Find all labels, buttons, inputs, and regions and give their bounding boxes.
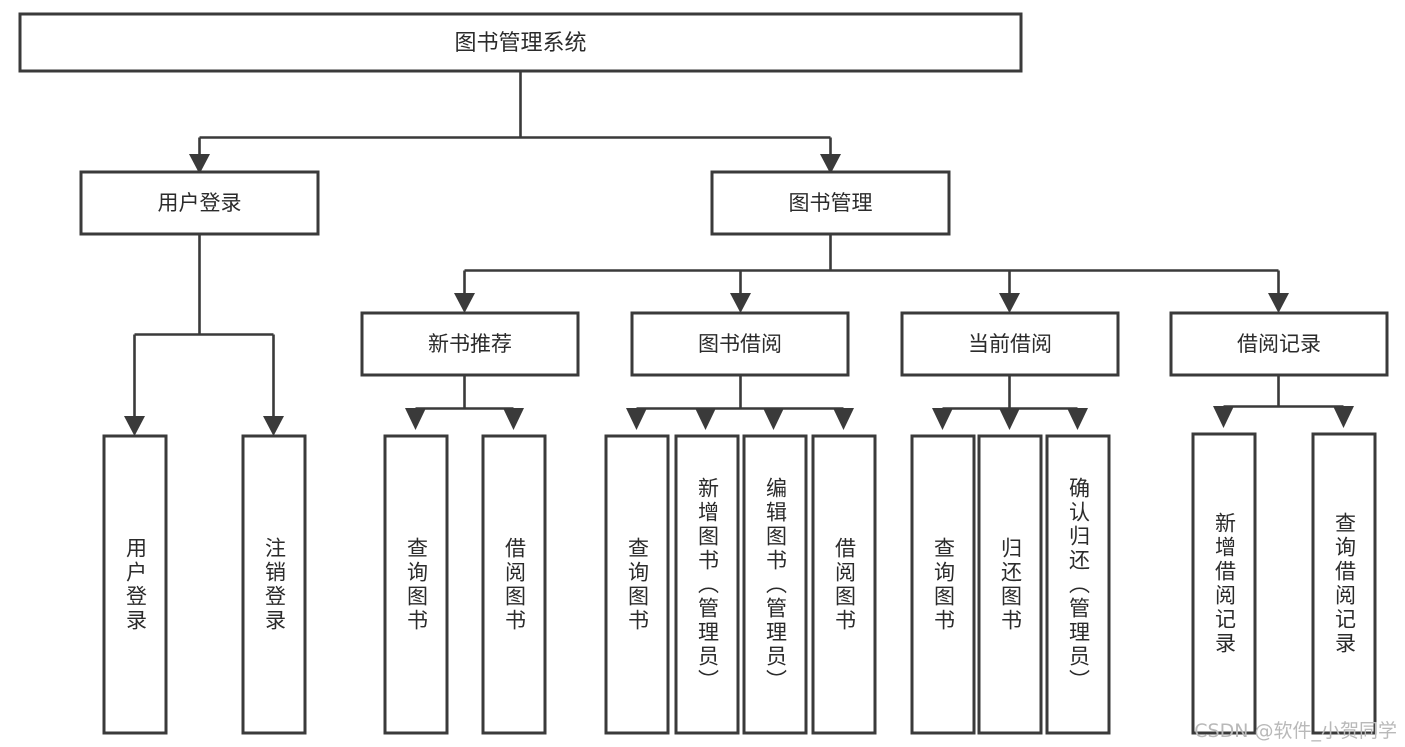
arrow-to-current-borrow [999, 293, 1020, 313]
node-leaf-add-book[interactable] [674, 434, 740, 735]
node-root-label: 图书管理系统 [454, 31, 586, 56]
arrow-to-book-manage [820, 154, 841, 174]
arrow-leaf-edit-book [763, 408, 784, 430]
node-leaf-borrow-book-2[interactable] [811, 434, 877, 735]
node-current-borrow[interactable] [900, 311, 1120, 377]
node-borrow-record-label: 借阅记录 [1237, 332, 1321, 356]
arrow-leaf-user-login [124, 416, 145, 436]
node-current-borrow-label: 当前借阅 [968, 332, 1052, 356]
arrow-leaf-add-record [1213, 406, 1234, 428]
node-root[interactable] [18, 12, 1023, 73]
node-book-manage-label: 图书管理 [789, 191, 873, 215]
arrow-leaf-add-book [695, 408, 716, 430]
node-borrow-record[interactable] [1169, 311, 1389, 377]
node-leaf-user-login[interactable] [102, 434, 168, 735]
arrow-leaf-query-book-2 [626, 408, 647, 430]
node-leaf-query-book-2[interactable] [604, 434, 670, 735]
node-user-login[interactable] [79, 170, 320, 236]
node-leaf-query-book-3[interactable] [910, 434, 976, 735]
node-leaf-user-logout[interactable] [241, 434, 307, 735]
arrow-leaf-user-logout [263, 416, 284, 436]
arrow-to-new-book-recommend [454, 293, 475, 313]
edges-layer [124, 71, 1354, 436]
node-leaf-query-book-1[interactable] [383, 434, 449, 735]
arrow-leaf-query-book-3 [932, 408, 953, 430]
node-leaf-query-record[interactable] [1311, 432, 1377, 735]
node-new-book-recommend-label: 新书推荐 [428, 332, 512, 356]
arrow-leaf-query-book-1 [405, 408, 426, 430]
arrow-leaf-confirm-return [1067, 408, 1088, 430]
arrow-to-book-borrow [730, 293, 751, 313]
node-book-borrow-label: 图书借阅 [698, 332, 782, 356]
arrow-to-borrow-record [1268, 293, 1289, 313]
arrow-leaf-return-book [999, 408, 1020, 430]
node-leaf-confirm-return[interactable] [1045, 434, 1111, 735]
arrow-leaf-query-record [1333, 406, 1354, 428]
nodes-layer: 图书管理系统 用户登录 图书管理 新书推荐 图书借阅 当前借阅 借阅记录 [18, 12, 1389, 735]
arrow-leaf-borrow-book-2 [833, 408, 854, 430]
node-leaf-edit-book[interactable] [742, 434, 808, 735]
arrow-leaf-borrow-book-1 [503, 408, 524, 430]
arrow-to-user-login [189, 154, 210, 174]
node-book-borrow[interactable] [630, 311, 850, 377]
node-new-book-recommend[interactable] [360, 311, 580, 377]
node-user-login-label: 用户登录 [158, 191, 242, 215]
node-leaf-borrow-book-1[interactable] [481, 434, 547, 735]
watermark-text: CSDN @软件_小贺同学 [1194, 720, 1397, 742]
node-leaf-return-book[interactable] [977, 434, 1043, 735]
node-leaf-add-record[interactable] [1191, 432, 1257, 735]
node-book-manage[interactable] [710, 170, 951, 236]
